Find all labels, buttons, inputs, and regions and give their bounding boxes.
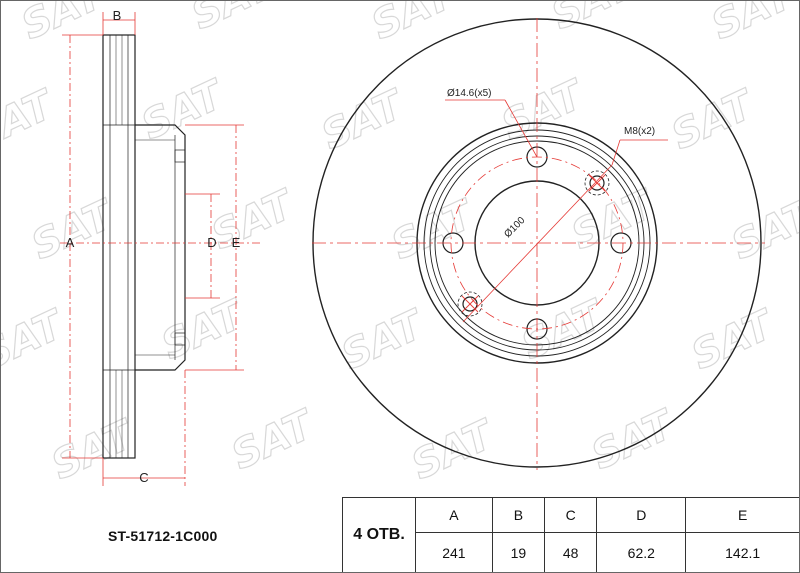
header-d: D: [596, 497, 687, 533]
holes-suffix: ОТВ.: [366, 526, 405, 543]
face-centerlines: [312, 18, 765, 470]
watermark-logo: SAT: [0, 301, 72, 379]
watermark-logo: SAT: [725, 191, 800, 269]
watermark-logo: SAT: [185, 0, 282, 39]
watermark-logo: SAT: [225, 401, 322, 479]
part-number: ST-51712-1C000: [108, 528, 218, 544]
thread-hole: [589, 175, 605, 191]
table-value-row: 241 19 48 62.2 142.1: [343, 532, 800, 573]
label-c: C: [139, 470, 148, 485]
watermark-logo: SAT: [405, 411, 502, 489]
watermark-logo: SAT: [315, 81, 412, 159]
watermark-logo: SAT: [135, 71, 232, 149]
watermark-logo: SAT: [385, 191, 482, 269]
watermark-logo: SAT: [45, 411, 142, 489]
watermark-logo: SAT: [665, 81, 762, 159]
thread-hole-label: M8(x2): [624, 126, 655, 137]
table-header-row: 4 ОТВ. A B C D E: [342, 497, 800, 573]
header-b: B: [491, 497, 546, 533]
spec-table: 4 ОТВ. A B C D E 241 19 48 62.2 142.1: [342, 497, 800, 573]
watermark-logo: SAT: [0, 81, 62, 159]
holes-number: 4: [353, 526, 363, 543]
watermark-logo: SAT: [25, 191, 122, 269]
header-a: A: [415, 497, 493, 533]
watermark-logo: SAT: [685, 301, 782, 379]
bolt-hole-label: Ø14.6(x5): [447, 88, 491, 99]
watermark-logo: SAT: [515, 291, 612, 369]
thread-hole: [462, 296, 478, 312]
watermark-logo: SAT: [155, 291, 252, 369]
value-c: 48: [544, 532, 598, 573]
value-a: 241: [415, 532, 493, 573]
header-c: C: [544, 497, 598, 533]
value-b: 19: [491, 532, 546, 573]
value-d: 62.2: [596, 532, 687, 573]
label-b: B: [113, 8, 122, 23]
disc-side-profile: [102, 34, 186, 459]
label-d: D: [207, 235, 216, 250]
watermark-logo: SAT: [205, 181, 302, 259]
holes-cell: 4 ОТВ.: [342, 497, 416, 573]
profile-dimensions: [60, 12, 260, 486]
watermark-logo: SAT: [335, 301, 432, 379]
watermark-logo: SAT: [705, 0, 800, 49]
watermark-logo: SAT: [15, 0, 112, 49]
watermark-logo: SAT: [365, 0, 462, 49]
label-a: A: [66, 235, 75, 250]
profile-friction-ring: [102, 34, 136, 459]
header-e: E: [685, 497, 800, 533]
pcd-label: Ø100: [502, 215, 527, 240]
profile-hat: [135, 124, 186, 371]
label-e: E: [232, 235, 241, 250]
watermark-logo: SAT: [585, 401, 682, 479]
value-e: 142.1: [685, 532, 800, 573]
